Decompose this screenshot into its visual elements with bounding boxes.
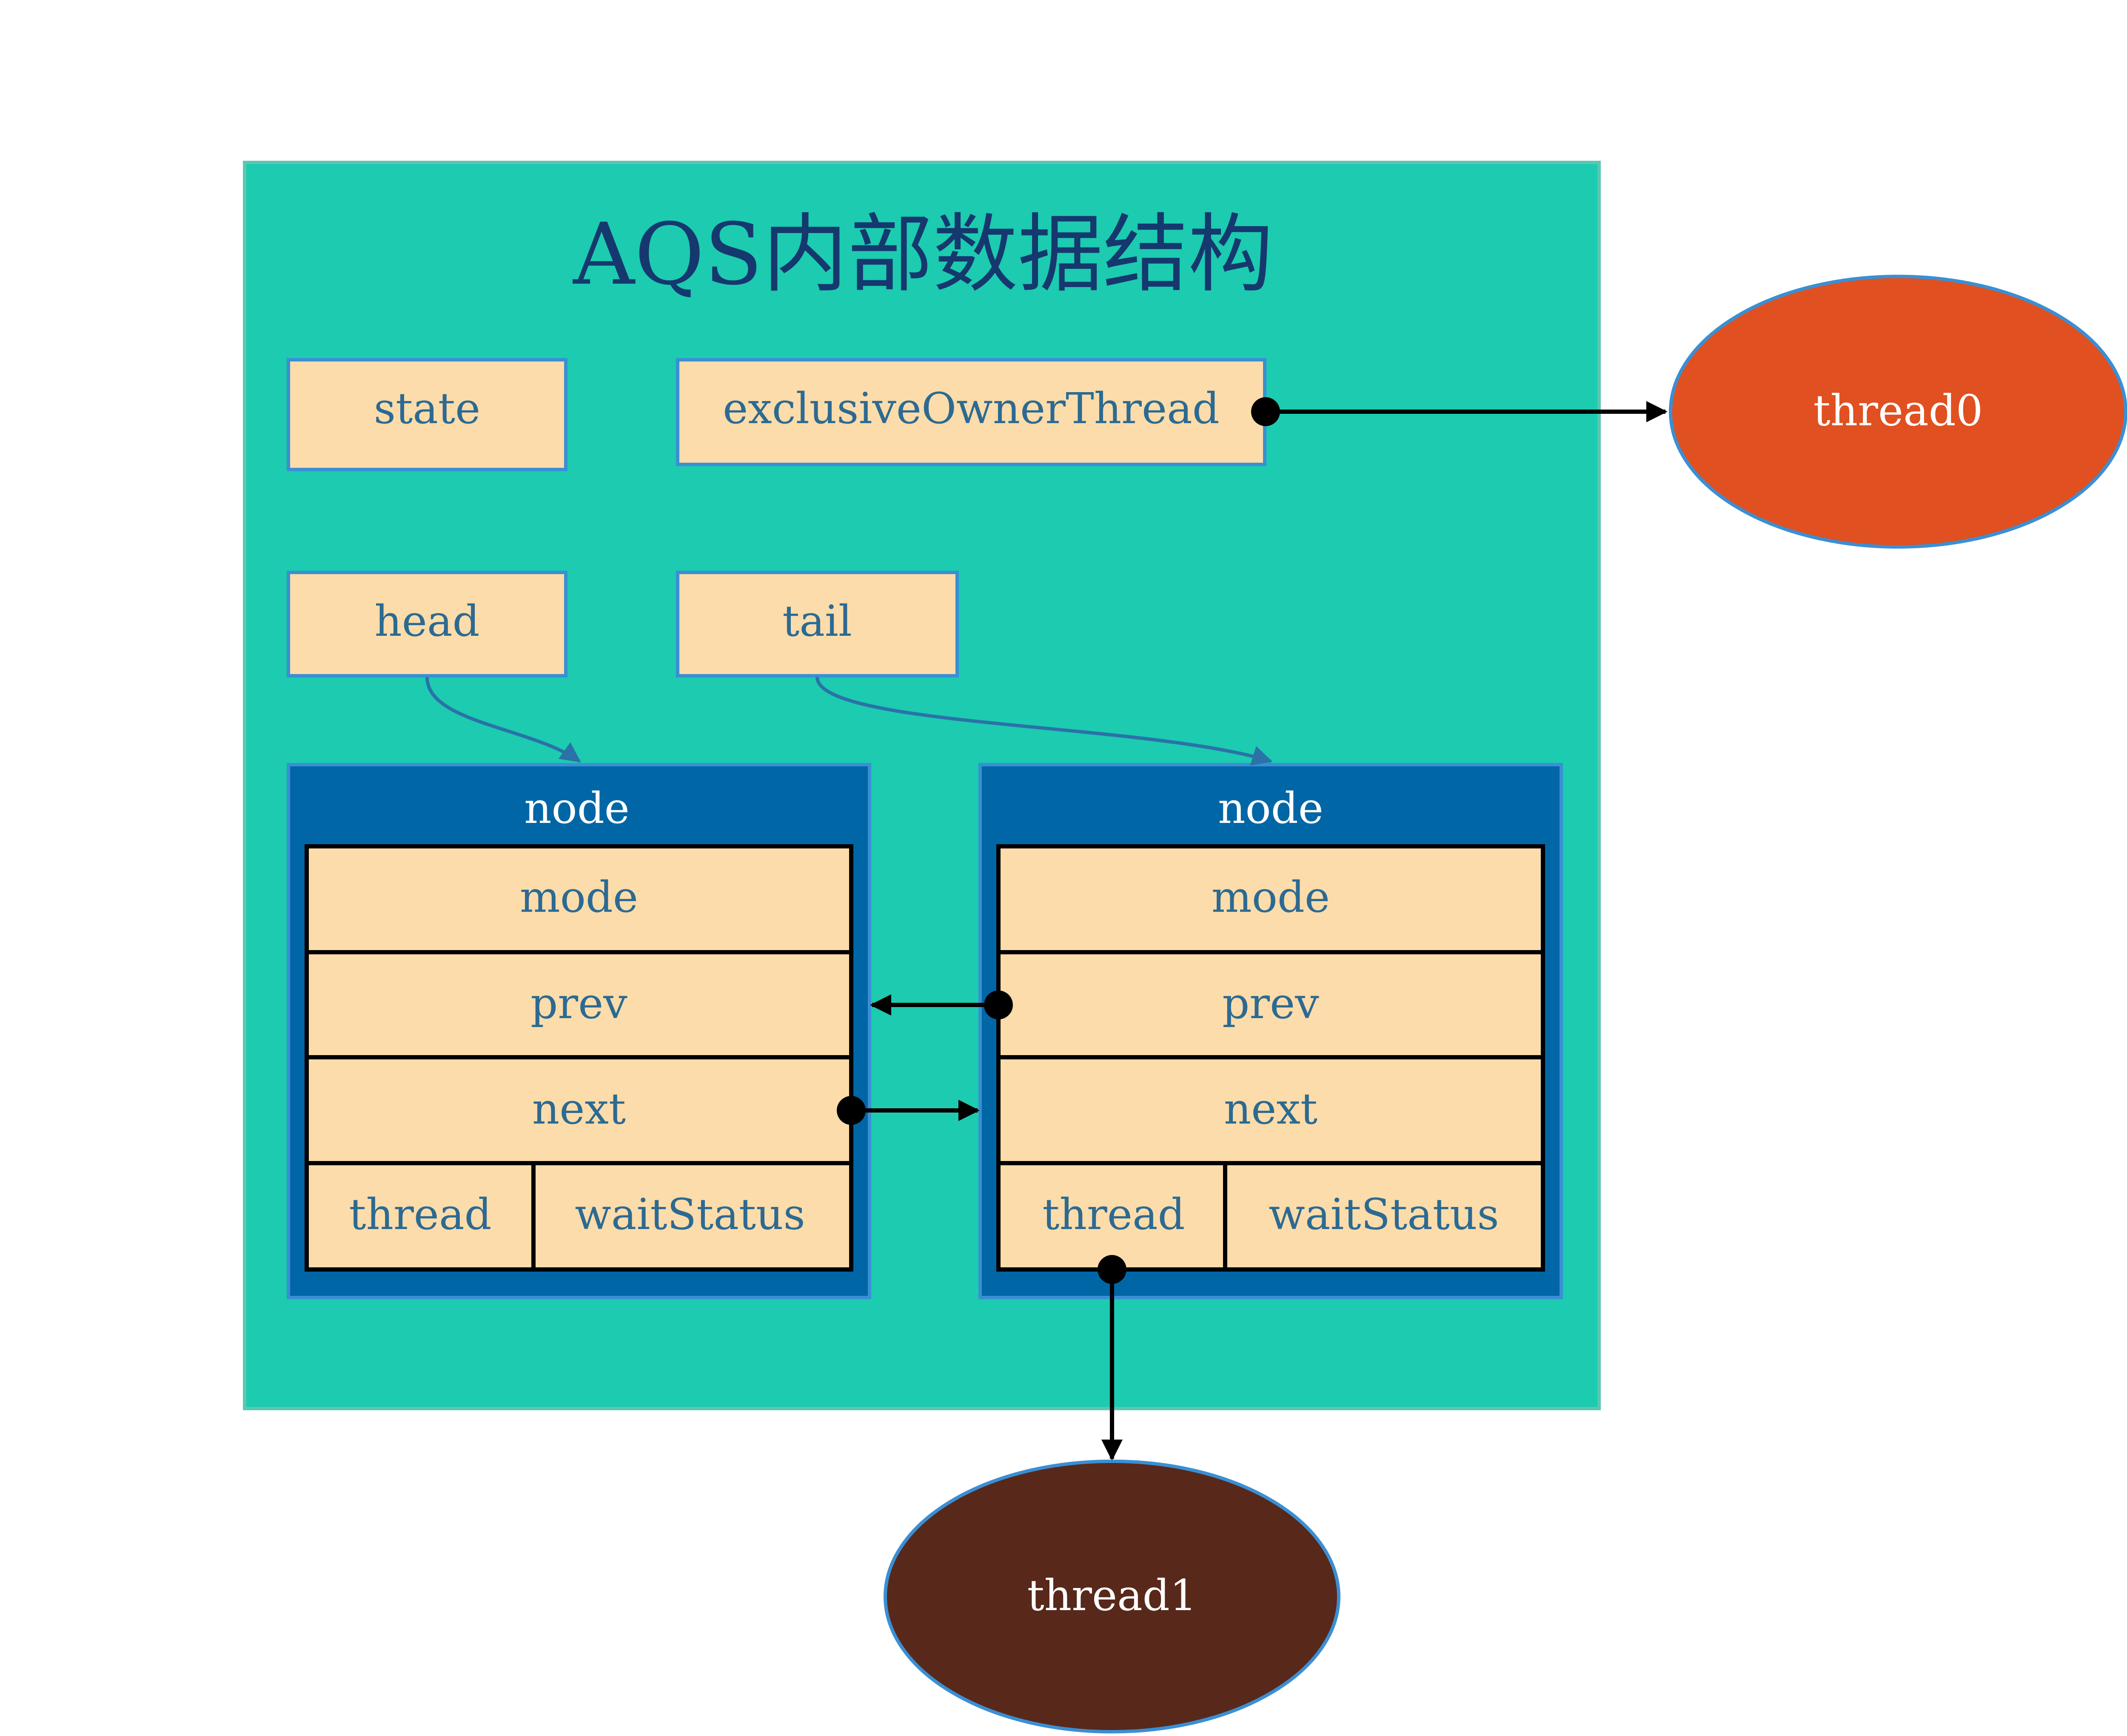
thread-connector-dot [1098,1255,1126,1284]
node-2-title: node [1218,783,1323,833]
exclusive-owner-thread-label: exclusiveOwnerThread [723,384,1220,433]
head-field-label: head [374,596,479,646]
thread1-ellipse [884,1460,1340,1733]
next-connector-dot [837,1096,866,1125]
node-1-mode: mode [520,872,638,922]
thread1-label: thread1 [1027,1571,1197,1620]
node-1-title: node [524,783,630,833]
node-2-next: next [1224,1084,1317,1134]
node-1-prev: prev [530,979,627,1028]
head-to-node-1-arrow [425,677,581,763]
state-field-label: state [374,384,481,433]
prev-connector-dot [984,990,1013,1019]
thread0-label: thread0 [1813,386,1983,435]
tail-field-label: tail [782,596,852,646]
owner-connector-dot [1251,397,1280,426]
node-2-thread: thread [1042,1190,1185,1239]
state-field-box [287,358,567,471]
tail-to-node-2-arrow [815,677,1273,766]
node-1-thread: thread [349,1190,491,1239]
head-field-box [287,571,567,677]
node-2-prev: prev [1222,979,1319,1028]
exclusive-owner-thread-box [676,358,1266,466]
tail-field-box [676,571,959,677]
node-2: node mode prev next thread waitStatus [978,763,1563,1299]
node-2-mode: mode [1212,872,1330,922]
node-1-next: next [532,1084,626,1134]
diagram-title: AQS内部数据结构 [572,205,1273,304]
node-1: node mode prev next thread waitStatus [287,763,871,1299]
node-1-wait-status: waitStatus [575,1190,805,1239]
node-2-wait-status: waitStatus [1269,1190,1499,1239]
thread0-ellipse [1669,275,2127,549]
